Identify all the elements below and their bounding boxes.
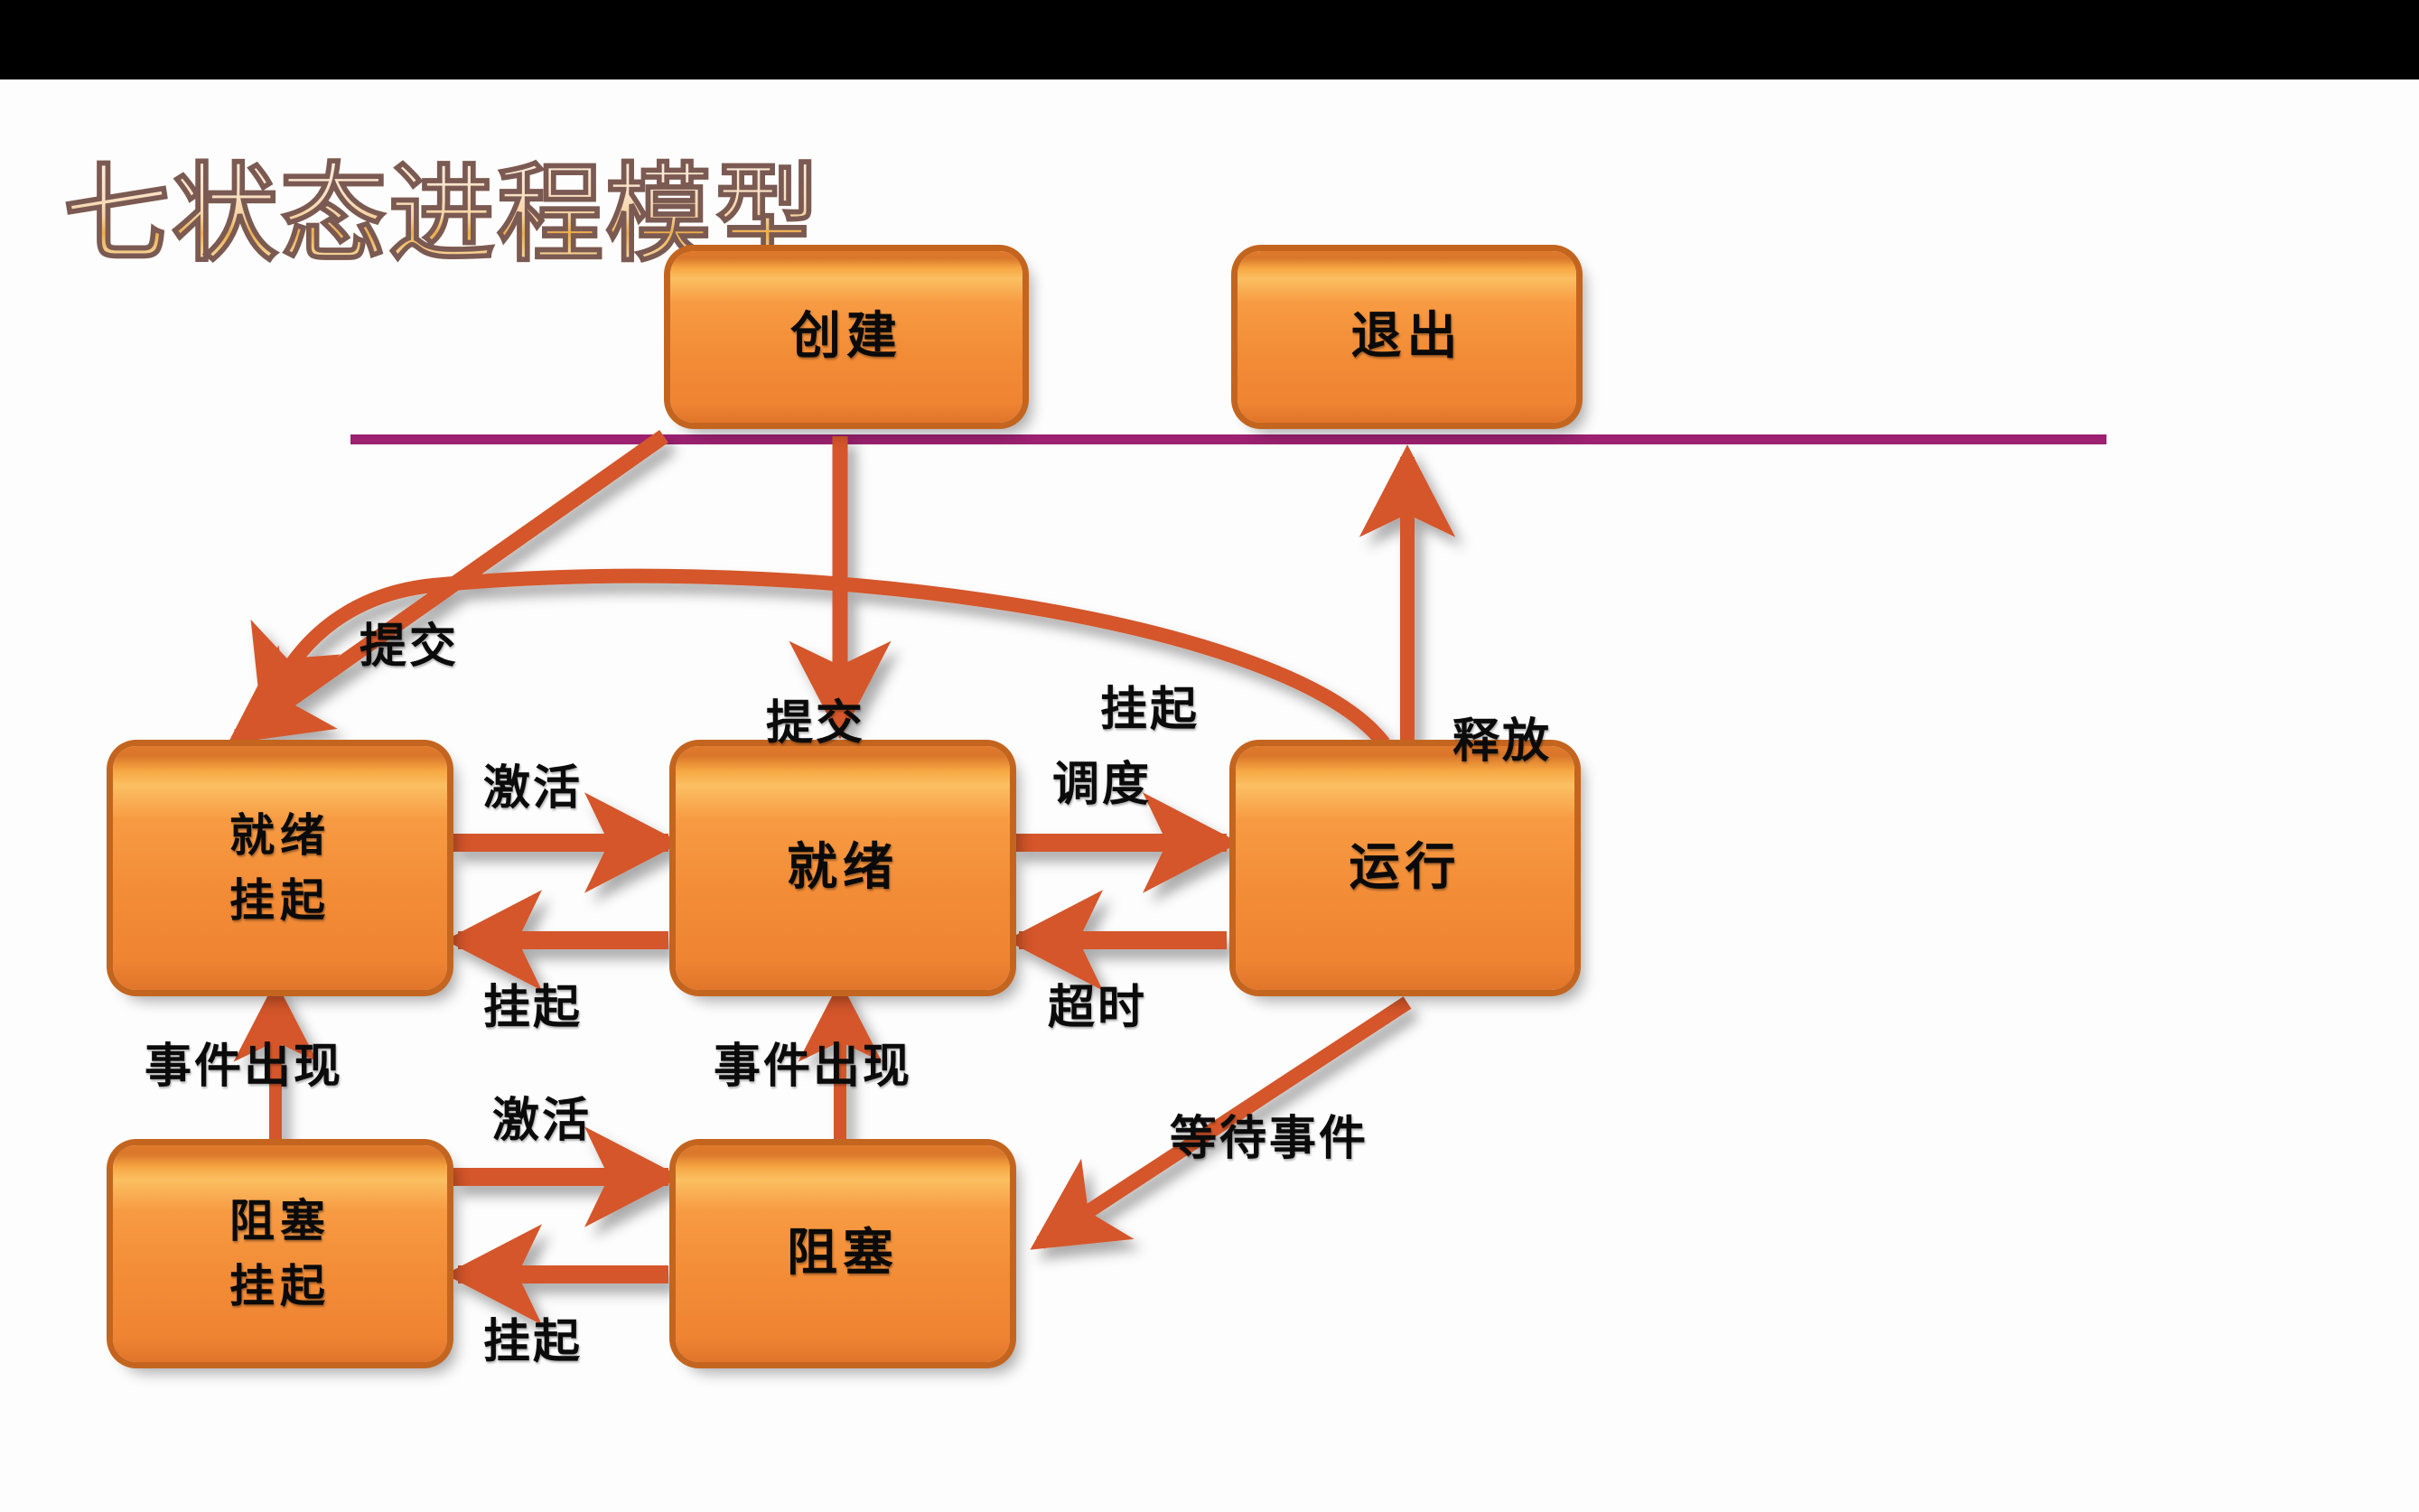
node-ready-label: 就绪 <box>787 837 899 898</box>
edge-label-create-to-ready-suspend: 提交 <box>360 619 460 674</box>
edge-label-ready-to-ready-suspend: 挂起 <box>483 980 584 1035</box>
edge-label-blocked-suspend-to-ready-suspend: 事件出现 <box>145 1039 344 1094</box>
node-ready-suspend-label: 就绪 挂起 <box>229 807 331 928</box>
title-divider <box>350 434 2106 444</box>
edge-label-running-to-exit: 释放 <box>1452 714 1553 769</box>
edge-running-to-ready-suspend <box>250 568 1390 748</box>
edge-label-ready-to-running: 调度 <box>1052 757 1153 812</box>
node-create-label: 创建 <box>790 306 902 367</box>
node-ready-suspend[interactable]: 就绪 挂起 <box>113 746 447 990</box>
edge-layer <box>228 430 1456 1325</box>
node-running-label: 运行 <box>1349 837 1462 898</box>
node-running[interactable]: 运行 <box>1236 746 1574 990</box>
node-blocked-suspend-label: 阻塞 挂起 <box>229 1193 331 1313</box>
letterbox-top <box>0 0 2419 79</box>
slide-canvas: 七状态进程模型 <box>0 79 2419 1434</box>
edge-running-to-blocked <box>1030 996 1412 1250</box>
edge-label-blocked-to-ready: 事件出现 <box>714 1039 913 1094</box>
node-create[interactable]: 创建 <box>670 251 1023 423</box>
edge-label-blocked-to-blocked-suspend: 挂起 <box>483 1314 584 1369</box>
edge-label-create-to-ready: 提交 <box>766 695 866 751</box>
edge-label-ready-suspend-to-ready: 激活 <box>483 761 584 816</box>
edge-label-running-to-ready-suspend: 挂起 <box>1100 682 1200 737</box>
node-blocked-label: 阻塞 <box>787 1223 899 1283</box>
edge-label-running-to-ready: 超时 <box>1048 980 1148 1035</box>
letterbox-bottom <box>0 1434 2419 1512</box>
node-blocked[interactable]: 阻塞 <box>676 1145 1010 1362</box>
edge-label-blocked-suspend-to-blocked: 激活 <box>492 1093 593 1148</box>
node-ready[interactable]: 就绪 <box>676 746 1010 990</box>
edge-label-running-to-blocked: 等待事件 <box>1170 1111 1369 1166</box>
node-exit[interactable]: 退出 <box>1238 251 1576 423</box>
node-blocked-suspend[interactable]: 阻塞 挂起 <box>113 1145 447 1362</box>
node-exit-label: 退出 <box>1350 306 1463 367</box>
